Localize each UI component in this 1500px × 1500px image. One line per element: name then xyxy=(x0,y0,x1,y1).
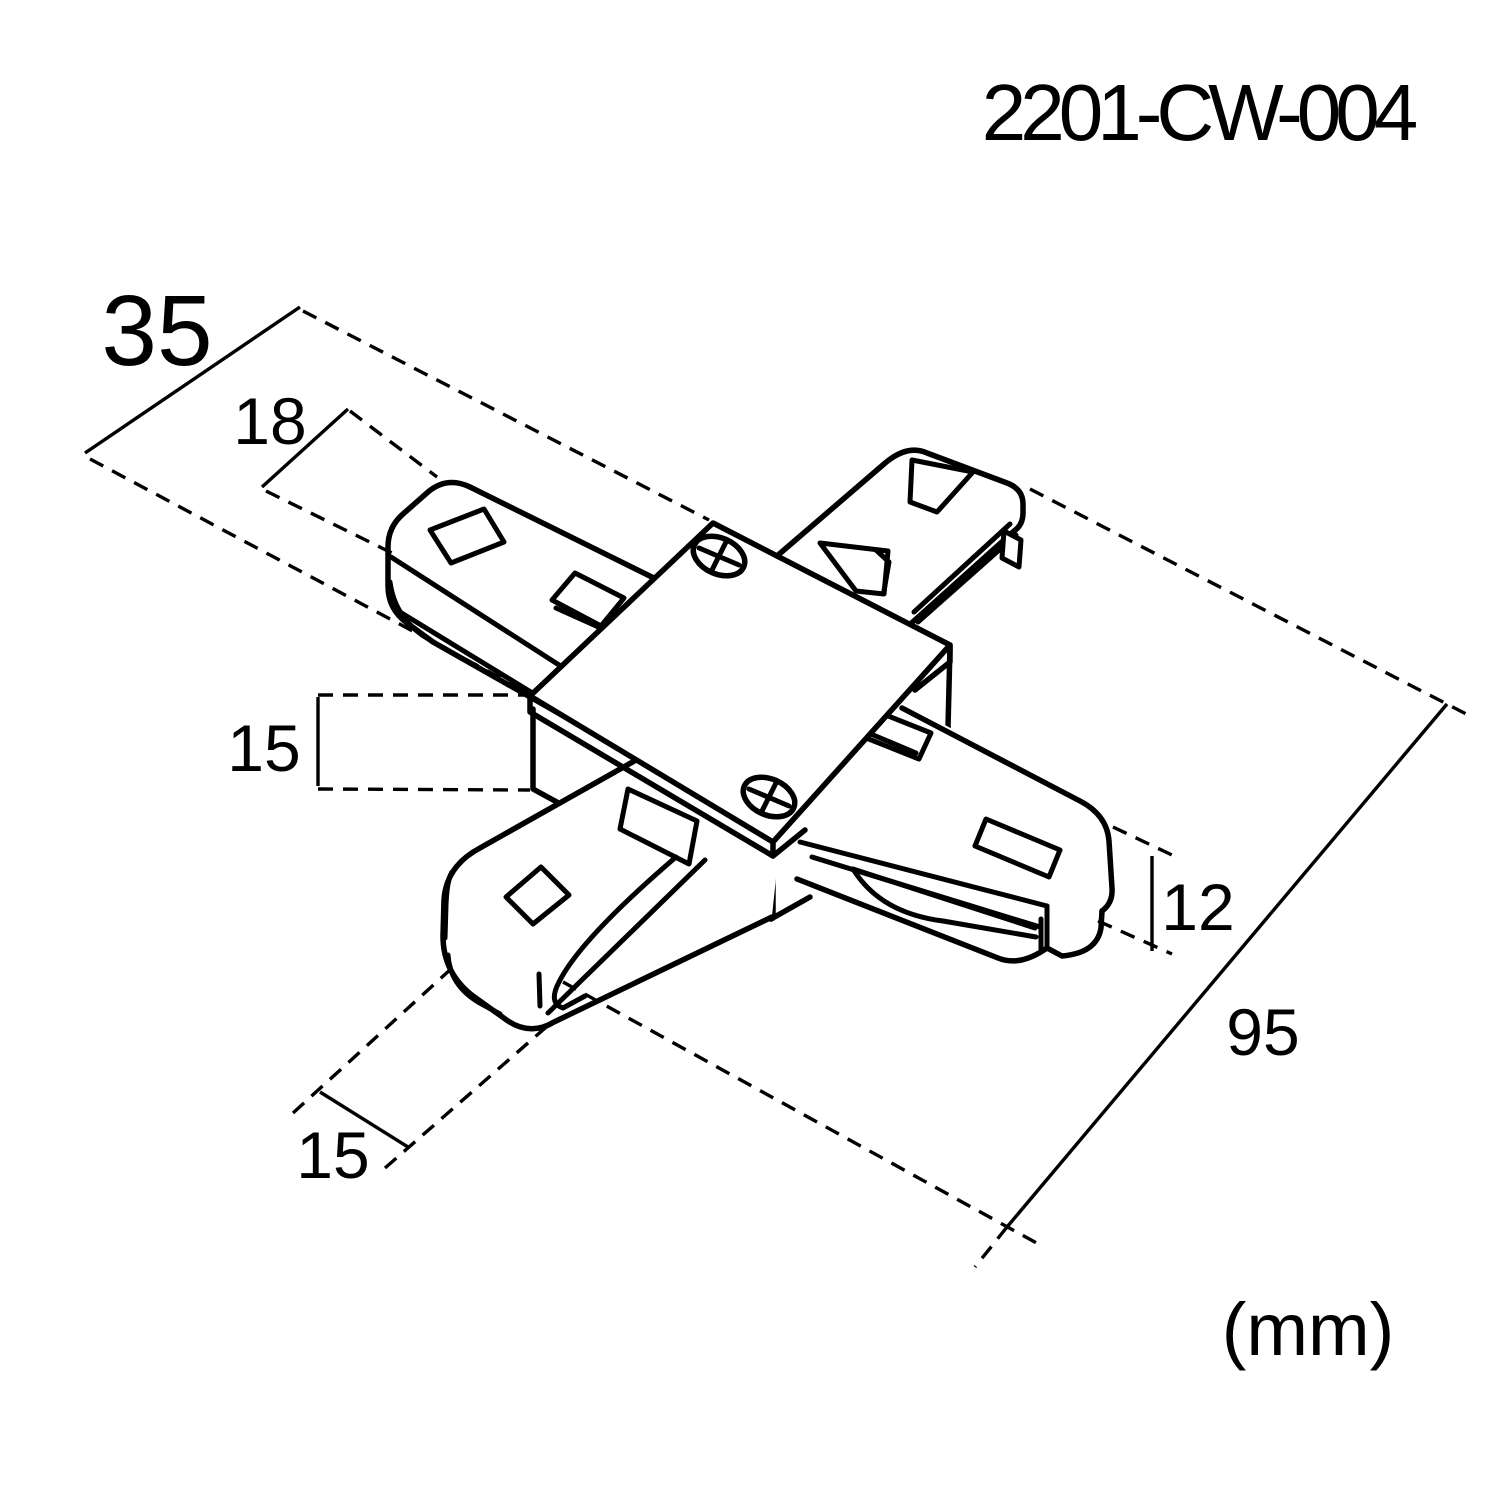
center-clip-tab xyxy=(617,786,700,867)
part-number: 2201-CW-004 xyxy=(982,68,1417,157)
end-clip-tab xyxy=(999,528,1024,570)
contact-slot xyxy=(907,457,976,515)
dimension-extension-lines xyxy=(89,309,1473,1269)
unit-label: (mm) xyxy=(1222,1288,1395,1371)
screw-head-icon xyxy=(690,533,748,579)
contact-slot xyxy=(972,816,1063,880)
dim-label-arm-height: 12 xyxy=(1161,870,1234,944)
dim-label-overall-length: 95 xyxy=(1226,995,1299,1069)
dim-label-plate-width: 35 xyxy=(101,275,212,387)
dim-label-body-height: 15 xyxy=(227,711,300,785)
dim-label-arm-width: 18 xyxy=(233,384,306,458)
contact-slot xyxy=(503,864,572,927)
dim-label-end-width: 15 xyxy=(296,1118,369,1192)
contact-slot xyxy=(817,540,891,597)
contact-slot xyxy=(427,506,507,566)
connector-arm-lower-right xyxy=(794,700,1115,964)
connector-arm-lower-left xyxy=(440,752,780,1032)
screw-head-icon xyxy=(740,774,798,820)
dimension-lines xyxy=(84,305,1449,1229)
contact-slot xyxy=(549,570,627,629)
connector-top-plate xyxy=(527,520,953,859)
